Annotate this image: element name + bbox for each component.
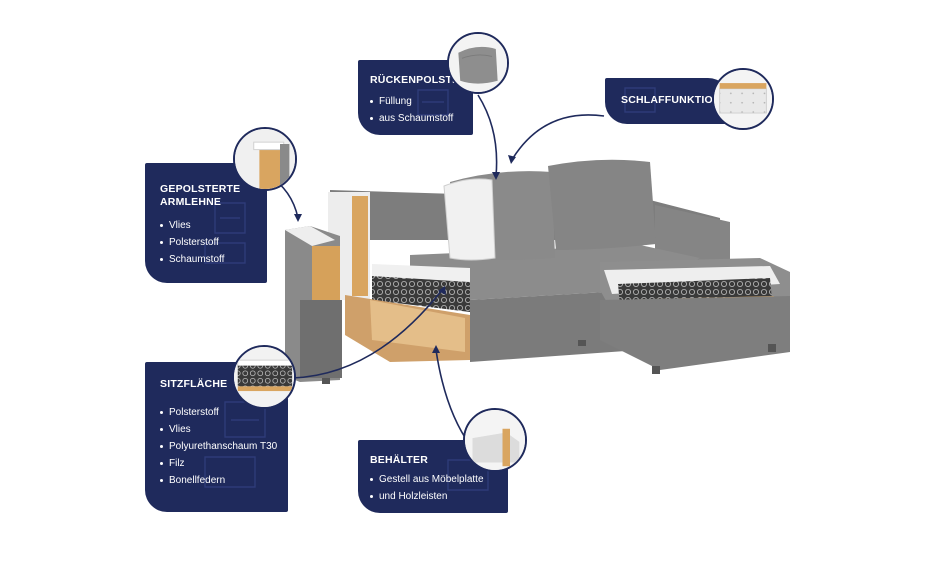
sleep-function-title: SCHLAFFUNKTION (621, 94, 721, 106)
list-item: Vlies (160, 421, 277, 438)
armrest-list: Vlies Polsterstoff Schaumstoff (160, 217, 224, 268)
sofa-outline-pattern-icon (624, 87, 656, 113)
seat-list: Polsterstoff Vlies Polyurethanschaum T30… (160, 404, 277, 489)
spring-core-icon (232, 345, 296, 409)
list-item: Füllung (370, 93, 453, 110)
armrest-cross-section-icon (233, 127, 297, 191)
list-item: Filz (160, 455, 277, 472)
list-item: Bonellfedern (160, 472, 277, 489)
sleep-function-callout: SCHLAFFUNKTION (605, 78, 730, 124)
armrest-title: GEPOLSTERTE ARMLEHNE (160, 183, 240, 209)
backrest-title: RÜCKENPOLSTER (370, 74, 468, 86)
backrest-callout: RÜCKENPOLSTER Füllung aus Schaumstoff (358, 60, 473, 135)
sofa-outline-pattern-icon (417, 89, 449, 116)
storage-callout: BEHÄLTER Gestell aus Möbelplatte und Hol… (358, 440, 508, 513)
storage-title: BEHÄLTER (370, 454, 428, 466)
cushion-icon (447, 32, 509, 94)
seat-title: SITZFLÄCHE (160, 378, 228, 390)
list-item: aus Schaumstoff (370, 110, 453, 127)
list-item: Polsterstoff (160, 234, 224, 251)
list-item: Polsterstoff (160, 404, 277, 421)
list-item: Polyurethanschaum T30 (160, 438, 277, 455)
list-item: Gestell aus Möbelplatte (370, 471, 484, 488)
list-item: Vlies (160, 217, 224, 234)
storage-box-icon (463, 408, 527, 472)
list-item: Schaumstoff (160, 251, 224, 268)
storage-list: Gestell aus Möbelplatte und Holzleisten (370, 471, 484, 505)
armrest-title-line1: GEPOLSTERTE (160, 183, 241, 195)
backrest-list: Füllung aus Schaumstoff (370, 93, 453, 127)
folding-mattress-icon (712, 68, 774, 130)
sofa-outline-pattern-icon (204, 202, 246, 264)
armrest-title-line2: ARMLEHNE (160, 196, 222, 208)
list-item: und Holzleisten (370, 488, 484, 505)
